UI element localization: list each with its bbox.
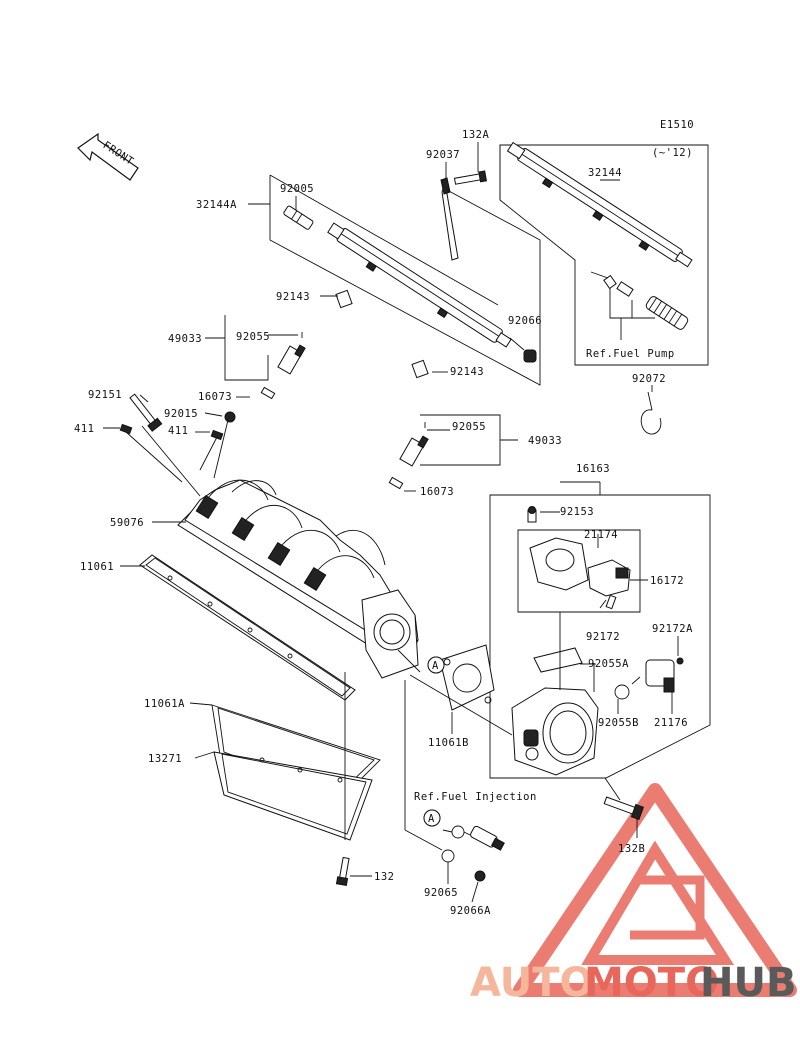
part-labels: 132A 92037 (~'12) 32144 92005 32144A 921… <box>74 129 693 917</box>
label-32144: 32144 <box>588 167 622 179</box>
marker-a-upper: A <box>427 656 445 674</box>
watermark-auto: AUTO <box>470 960 594 1006</box>
front-arrow: FRONT <box>77 132 139 181</box>
ref-fuel-pump: Ref.Fuel Pump <box>586 348 675 360</box>
label-92055B: 92055B <box>598 717 639 729</box>
label-92066A: 92066A <box>450 905 491 917</box>
label-11061: 11061 <box>80 561 114 573</box>
throttle-body-group <box>397 494 711 821</box>
injector-left <box>208 289 353 400</box>
label-92015: 92015 <box>164 408 198 420</box>
fuel-rail-main <box>269 170 541 386</box>
label-92072: 92072 <box>632 373 666 385</box>
label-16163: 16163 <box>576 463 610 475</box>
label-92143-a: 92143 <box>276 291 310 303</box>
diagram-code: E1510 <box>660 119 694 131</box>
label-132A: 132A <box>462 129 489 141</box>
svg-text:A: A <box>428 813 435 825</box>
label-132: 132 <box>374 871 394 883</box>
watermark-text: AUTO MOTO HUB <box>470 960 796 1006</box>
label-11061A: 11061A <box>144 698 185 710</box>
label-92066: 92066 <box>508 315 542 327</box>
label-49033-b: 49033 <box>528 435 562 447</box>
label-16073-b: 16073 <box>420 486 454 498</box>
label-32144A: 32144A <box>196 199 237 211</box>
intake-manifold <box>119 393 419 701</box>
svg-text:A: A <box>432 660 439 672</box>
label-16172: 16172 <box>650 575 684 587</box>
fuel-rail-inset <box>499 141 709 435</box>
leader-lines <box>103 142 679 903</box>
watermark-hub: HUB <box>700 960 796 1006</box>
label-13271: 13271 <box>148 753 182 765</box>
label-21176: 21176 <box>654 717 688 729</box>
marker-a-lower: A <box>423 809 441 827</box>
label-411-b: 411 <box>168 425 188 437</box>
label-411-a: 411 <box>74 423 94 435</box>
label-92172A: 92172A <box>652 623 693 635</box>
watermark-moto: MOTO <box>584 960 719 1006</box>
label-92005: 92005 <box>280 183 314 195</box>
manifold-cover <box>211 672 381 887</box>
injector-right <box>388 359 518 490</box>
label-92065: 92065 <box>424 887 458 899</box>
label-132B: 132B <box>618 843 645 855</box>
year-note: (~'12) <box>652 147 693 159</box>
label-92037: 92037 <box>426 149 460 161</box>
label-92055A: 92055A <box>588 658 629 670</box>
watermark-logo <box>513 783 797 997</box>
label-92143-b: 92143 <box>450 366 484 378</box>
label-92055-b: 92055 <box>452 421 486 433</box>
label-49033-a: 49033 <box>168 333 202 345</box>
label-16073-a: 16073 <box>198 391 232 403</box>
label-92172: 92172 <box>586 631 620 643</box>
ref-fuel-injection: Ref.Fuel Injection <box>414 791 537 803</box>
label-59076: 59076 <box>110 517 144 529</box>
label-92151: 92151 <box>88 389 122 401</box>
label-92055-a: 92055 <box>236 331 270 343</box>
label-21174: 21174 <box>584 529 618 541</box>
label-11061B: 11061B <box>428 737 469 749</box>
label-92153: 92153 <box>560 506 594 518</box>
